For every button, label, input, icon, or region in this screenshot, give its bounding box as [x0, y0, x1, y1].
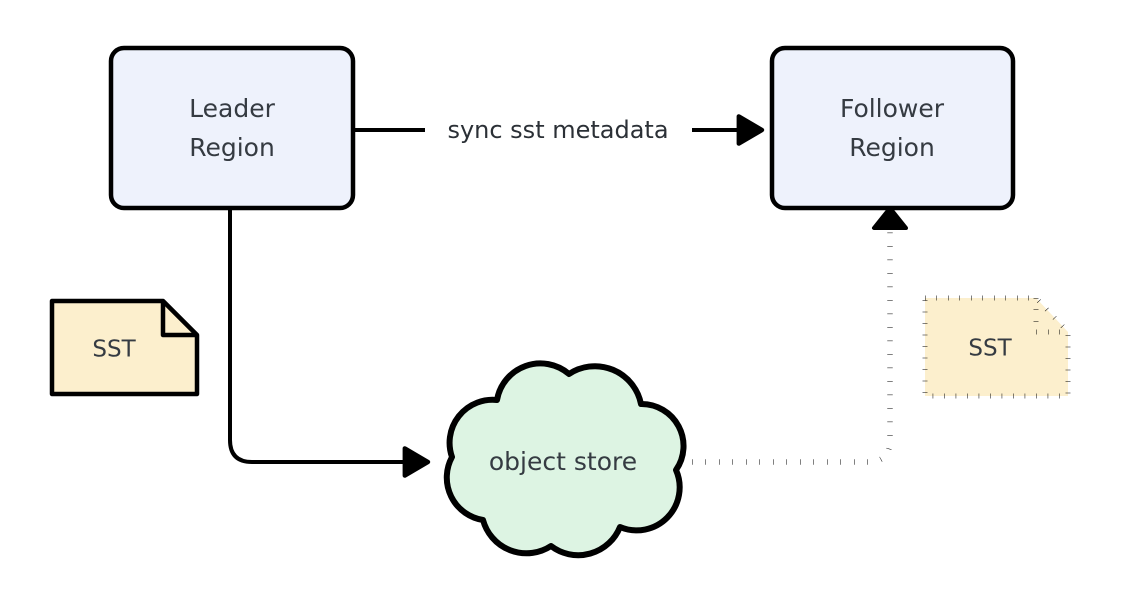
- edge-fetch-from-object-store: [692, 206, 908, 465]
- leader-region-label-line2: Region: [189, 133, 275, 162]
- node-leader-region[interactable]: Leader Region: [108, 45, 356, 211]
- object-store-cloud-shape[interactable]: [443, 360, 687, 559]
- sst-follower-label: SST: [968, 336, 1012, 362]
- sst-leader-fold-icon: [160, 301, 197, 338]
- node-object-store[interactable]: object store: [443, 360, 687, 559]
- sst-follower-body[interactable]: [922, 295, 1071, 399]
- follower-region-label-line2: Region: [849, 133, 935, 162]
- node-sst-leader[interactable]: SST: [49, 298, 200, 397]
- edge-sync-metadata-label: sync sst metadata: [447, 116, 668, 144]
- leader-region-label-line1: Leader: [189, 94, 275, 123]
- object-store-label: object store: [489, 447, 637, 476]
- edge-upload-path: [228, 210, 431, 478]
- node-follower-region[interactable]: Follower Region: [769, 45, 1016, 211]
- edge-sync-metadata: sync sst metadata: [355, 114, 765, 146]
- edge-upload-to-object-store: [228, 210, 431, 478]
- sst-leader-label: SST: [92, 337, 136, 363]
- edge-fetch-arrowhead: [872, 206, 908, 230]
- follower-region-label-line1: Follower: [840, 94, 945, 123]
- follower-region-box[interactable]: [769, 45, 1016, 211]
- leader-region-box[interactable]: [108, 45, 356, 211]
- edge-fetch-path: [692, 228, 893, 465]
- node-sst-follower[interactable]: SST: [922, 295, 1071, 399]
